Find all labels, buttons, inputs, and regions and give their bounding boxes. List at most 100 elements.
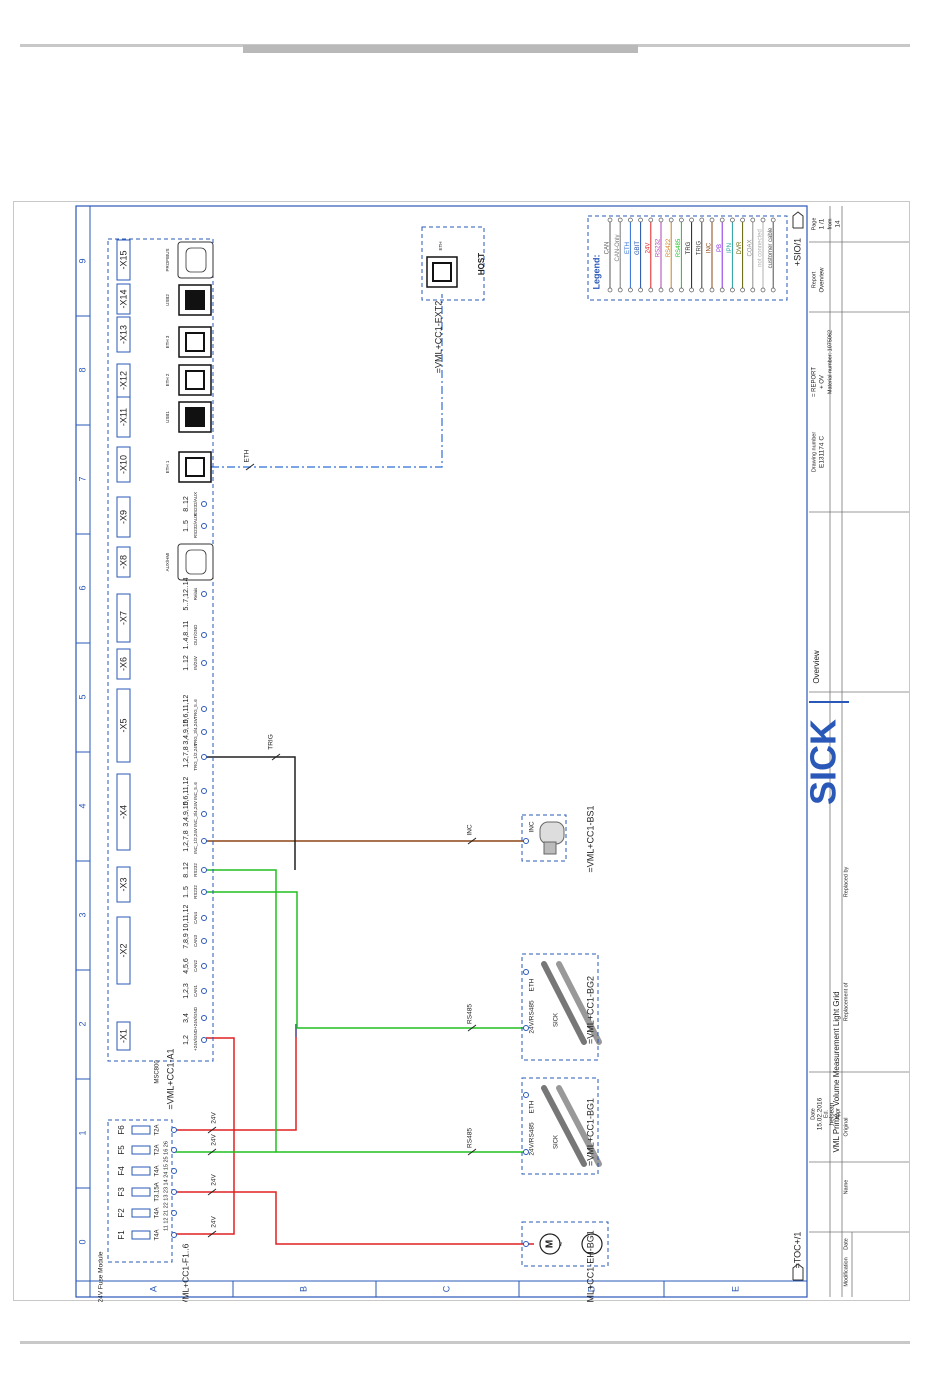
fuse-terminal [171, 1210, 177, 1216]
controller-box [107, 238, 214, 1062]
wire-slash [467, 1148, 477, 1156]
legend-dot [750, 287, 756, 293]
fuse-label: F6 [117, 1125, 126, 1135]
connector-label: -X5 [118, 718, 128, 732]
fuse-module-title: 24V Fuse Module [98, 1251, 105, 1302]
pin-sublabel: RS232 [193, 863, 198, 877]
pin-label: 1,2,3 [183, 983, 190, 999]
wire-slash [467, 1024, 477, 1032]
pin-terminal [201, 706, 207, 712]
wire-label-inc: INC [467, 824, 474, 836]
legend-dot [648, 217, 654, 223]
legend-label: RS232 [656, 238, 662, 257]
port-label: USB2 [165, 294, 170, 306]
encoder-port: INC [529, 821, 536, 833]
legend-dot [607, 217, 613, 223]
connector-label: -X7 [118, 611, 128, 625]
sick-logo: SICK [803, 719, 844, 805]
wire-rs485-grid2 [206, 891, 524, 1029]
legend-dot [740, 217, 745, 223]
connector-label: -X3 [118, 877, 128, 891]
legend-label: TRIG [696, 241, 702, 256]
pin-label: 3,4,9,10 [183, 801, 190, 826]
light-grid-1-port-eth: ETH [529, 1100, 536, 1113]
legend-dot [699, 287, 705, 293]
pin-sublabel: CAN1 [193, 985, 198, 998]
light-grid-1-bar-icon [541, 1085, 587, 1167]
fuse-label: F3 [117, 1187, 126, 1197]
connector-label: -X1 [118, 1029, 128, 1043]
wire-label-24v: 24V [211, 1216, 218, 1228]
legend-dot [607, 287, 613, 293]
connector-box [116, 316, 131, 353]
pin-terminal [201, 963, 207, 969]
light-grid-1-ref: =VML+CC1-BG1 [585, 1098, 595, 1166]
pin-terminal [201, 988, 207, 994]
ethernet-jack-icon [185, 332, 205, 352]
pin-sublabel: CAN4 [193, 912, 198, 925]
pin-terminal [201, 915, 207, 921]
pin-sublabel: RS232 [193, 885, 198, 899]
light-grid-2-ref: =VML+CC1-BG2 [585, 976, 595, 1044]
fuse-terminal [171, 1189, 177, 1195]
host-port: ETH [438, 242, 443, 251]
connector-label: -X9 [118, 510, 128, 524]
legend-title: Legend: [591, 254, 601, 289]
pin-sublabel: +24V/GND [193, 1028, 198, 1051]
replaced-by-label: Replaced by [843, 866, 849, 897]
wire-label-rs485: RS485 [467, 1004, 474, 1024]
pin-sublabel: TRG_5..6 [193, 699, 198, 719]
name-label: Name [843, 1180, 849, 1195]
fuse-rating: T4A [155, 1165, 161, 1176]
legend-label: not connected [758, 229, 764, 267]
connector-box [116, 283, 131, 315]
editor-label: Ed. [823, 1109, 829, 1118]
legend-dot [658, 287, 664, 293]
fuse-module-ref: =VML+CC1-F1..6 [180, 1243, 190, 1302]
port-label: ETH 2 [165, 373, 170, 386]
legend-dot [719, 217, 725, 223]
wire-slash [207, 1148, 217, 1156]
connector-label: -X12 [118, 371, 128, 390]
legend-dot [750, 217, 756, 223]
pin-label: 1..12 [183, 655, 190, 671]
modification-date-label: Date [843, 1238, 849, 1250]
pin-sublabel: OUT/GND [193, 624, 198, 645]
pin-terminal [201, 591, 207, 597]
motor-symbol-letter: M [545, 1240, 556, 1248]
pin-terminal [201, 729, 207, 735]
overview-code: + OV [820, 375, 826, 389]
legend-dot [617, 287, 623, 293]
host-ref: =VML+CC1-EXT2 [433, 301, 443, 374]
pin-sublabel: +24V/GND [193, 1006, 198, 1029]
original-label: Original [843, 1118, 849, 1137]
approval-label: Appr [835, 1108, 841, 1120]
fuse-symbol [131, 1125, 151, 1135]
pin-sublabel: CAN2 [193, 960, 198, 973]
grid-column-label: 1 [77, 1130, 87, 1135]
wire-slash [207, 1188, 217, 1196]
host-label: HOST [477, 253, 486, 275]
fuse-symbol [131, 1145, 151, 1155]
connector-label: -X10 [118, 455, 128, 474]
light-grid-1-port-power: 24V/RS485 [529, 1122, 536, 1156]
legend-dot [617, 217, 623, 223]
wire-trig [206, 756, 296, 870]
fuse-label: F4 [117, 1166, 126, 1176]
grid-column-label: 7 [77, 476, 87, 481]
encoder-box [521, 814, 567, 862]
legend-dot [699, 217, 705, 223]
light-grid-1-terminal [523, 1092, 529, 1098]
fan-symbol [581, 1233, 603, 1255]
grid-column-label: 4 [77, 803, 87, 808]
motor-symbol [539, 1233, 561, 1255]
wire-slash [207, 1230, 217, 1238]
light-grid-2-brand: SICK [554, 1013, 560, 1027]
legend-dot [730, 217, 735, 223]
pin-sublabel: INC_1/2,24V [193, 828, 198, 854]
pin-sublabel: INC_5..6 [193, 782, 198, 800]
wire-eth-host [211, 294, 443, 468]
grid-row-label: E [730, 1286, 740, 1292]
wire-24v-grid2 [174, 1024, 297, 1131]
